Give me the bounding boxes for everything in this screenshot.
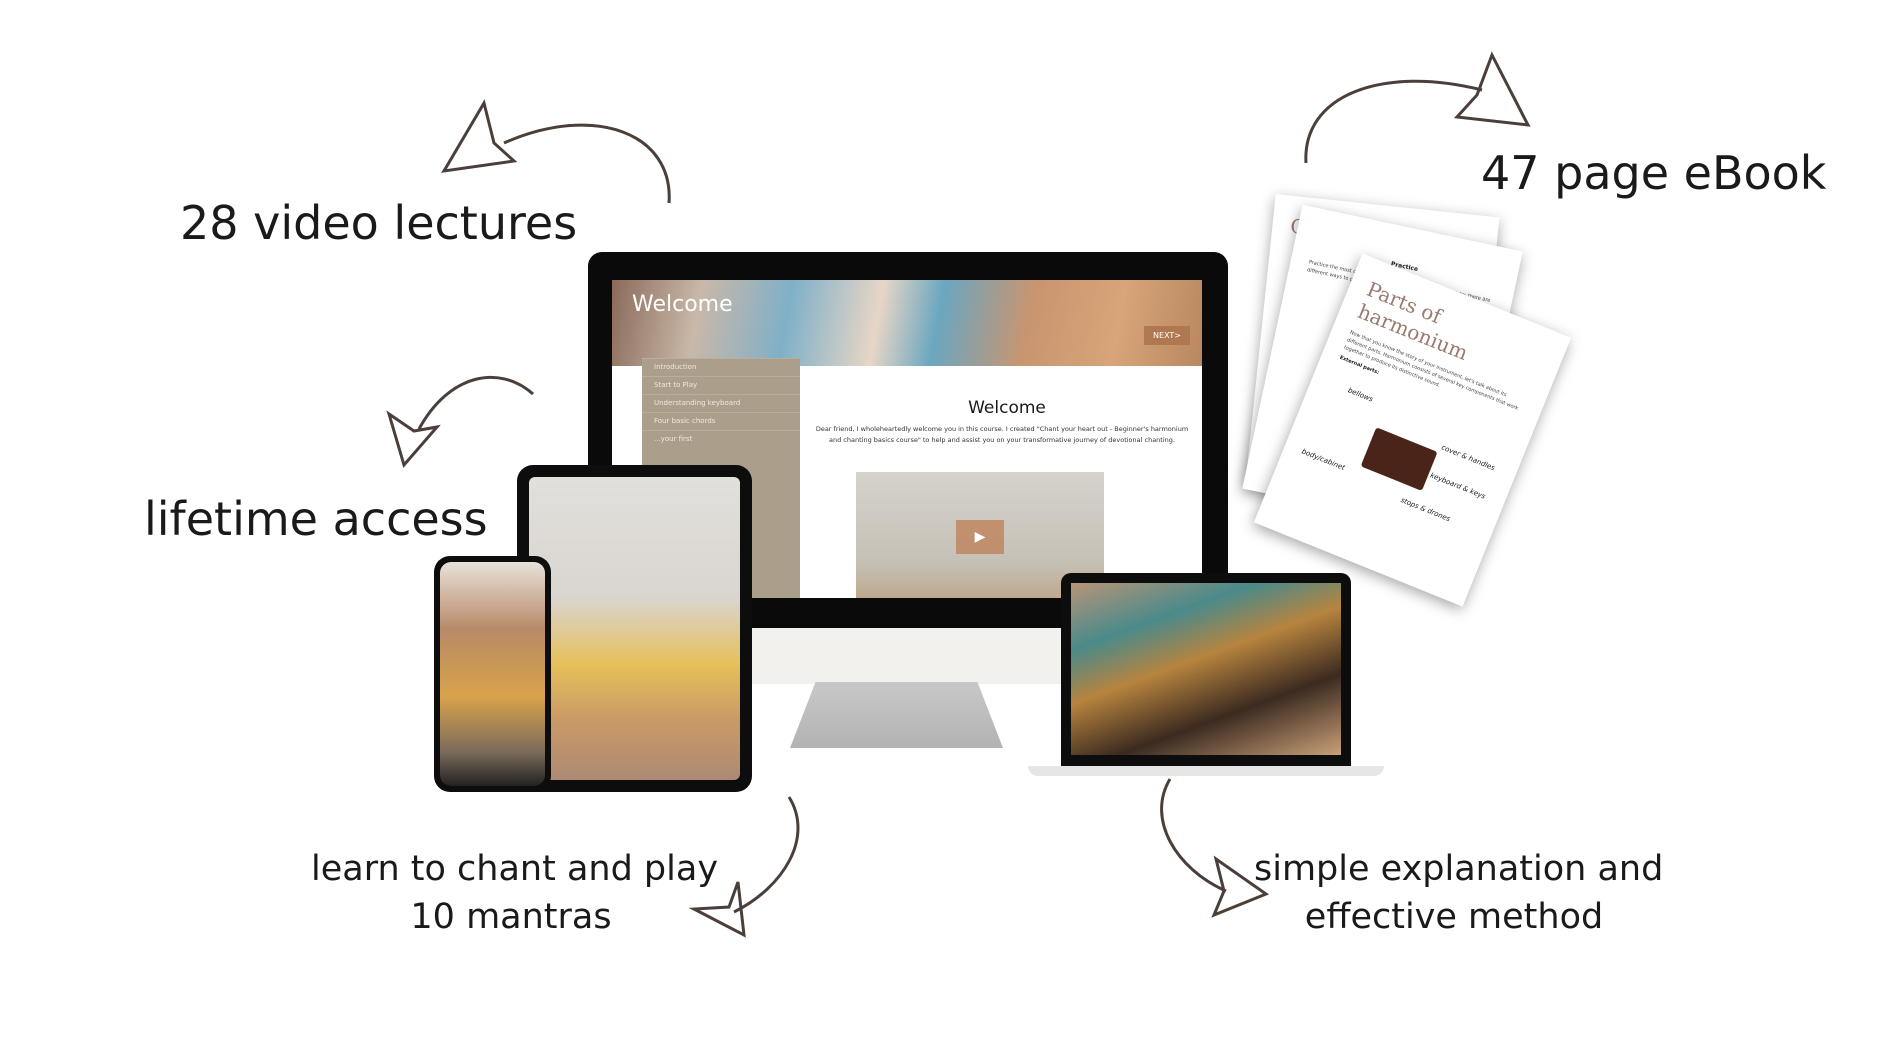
- monitor-stand: [790, 682, 1003, 748]
- laptop-video-still: [1071, 583, 1341, 755]
- tablet-device: [517, 465, 752, 792]
- feature-lifetime-access: lifetime access: [144, 492, 488, 546]
- feature-method-line1: simple explanation and: [1254, 849, 1664, 889]
- hero-banner: Welcome NEXT>: [612, 280, 1202, 366]
- harmonium-image: [1360, 427, 1438, 491]
- tablet-video-still: [529, 477, 740, 780]
- feature-mantras: learn to chant and play 10 mantras: [311, 845, 719, 941]
- arrow-icon: [1304, 51, 1531, 164]
- feature-mantras-line2: 10 mantras: [410, 897, 612, 937]
- laptop-base: [1028, 766, 1384, 776]
- feature-ebook: 47 page eBook: [1481, 146, 1827, 200]
- diagram-label: stops & drones: [1399, 496, 1452, 524]
- play-icon[interactable]: ▶: [956, 520, 1004, 554]
- next-button[interactable]: NEXT>: [1144, 326, 1190, 345]
- feature-mantras-line1: learn to chant and play: [311, 849, 719, 889]
- feature-method: simple explanation and effective method: [1254, 845, 1664, 941]
- phone-video-still: [440, 562, 545, 786]
- arrow-icon: [1160, 778, 1270, 918]
- sidebar-item-your-first[interactable]: ...your first: [642, 430, 800, 448]
- laptop-device: [1061, 573, 1351, 769]
- sidebar-item-understanding-keyboard[interactable]: Understanding keyboard: [642, 394, 800, 412]
- sidebar-item-start-to-play[interactable]: Start to Play: [642, 376, 800, 394]
- sidebar-item-introduction[interactable]: Introduction: [642, 358, 800, 376]
- diagram-label: cover & handles: [1440, 443, 1496, 473]
- content-title: Welcome: [968, 398, 1046, 418]
- diagram-label: bellows: [1346, 386, 1375, 404]
- phone-device: [434, 556, 551, 792]
- feature-method-line2: effective method: [1304, 897, 1604, 937]
- ebook-pages: Guru Mantra Practice Practice the most c…: [1240, 194, 1572, 607]
- arrow-icon: [386, 375, 534, 469]
- arrow-icon: [688, 796, 800, 938]
- diagram-label: keyboard & keys: [1428, 471, 1487, 501]
- hero-title: Welcome: [632, 292, 733, 317]
- arrow-icon: [441, 99, 671, 204]
- content-intro: Dear friend, I wholeheartedly welcome yo…: [815, 425, 1189, 444]
- diagram-label: body/cabinet: [1300, 447, 1346, 472]
- feature-video-lectures: 28 video lectures: [180, 196, 578, 250]
- sidebar-item-four-basic-chords[interactable]: Four basic chords: [642, 412, 800, 430]
